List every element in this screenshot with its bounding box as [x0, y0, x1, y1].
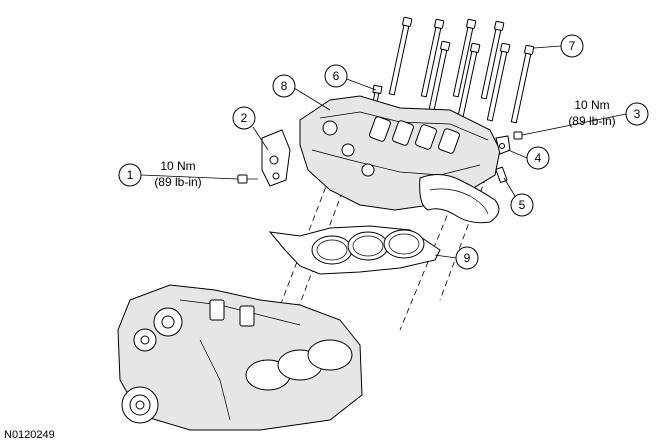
torque-label-3: 10 Nm (89 lb-in) [568, 98, 615, 128]
callout-4-number: 4 [535, 151, 542, 165]
callout-5: 5 [510, 193, 534, 217]
callout-8-number: 8 [281, 79, 288, 93]
torque-1-line1: 10 Nm [160, 159, 195, 173]
small-bracket-4 [495, 135, 511, 155]
callout-7: 7 [560, 34, 584, 58]
head-gasket [268, 225, 441, 275]
small-bolt-3 [513, 131, 523, 140]
engine-block [117, 284, 363, 431]
callout-3: 3 [625, 102, 649, 126]
timing-cover-bracket [261, 129, 291, 187]
callout-2-number: 2 [241, 111, 248, 125]
callout-9: 9 [455, 246, 479, 270]
callout-5-number: 5 [519, 198, 526, 212]
torque-3-line2: (89 lb-in) [568, 114, 615, 128]
callout-7-number: 7 [569, 39, 576, 53]
callout-6: 6 [324, 64, 348, 88]
torque-1-line2: (89 lb-in) [154, 175, 201, 189]
leader-lines [140, 45, 627, 259]
callout-9-number: 9 [464, 251, 471, 265]
callout-6-number: 6 [333, 69, 340, 83]
figure-id: N0120249 [4, 429, 55, 441]
cylinder-head [299, 95, 501, 224]
callout-3-number: 3 [634, 107, 641, 121]
torque-label-1: 10 Nm (89 lb-in) [154, 159, 201, 189]
torque-3-line1: 10 Nm [574, 98, 609, 112]
callout-1: 1 [118, 163, 142, 187]
cylinder-head-bolts [388, 16, 535, 124]
callout-4: 4 [526, 146, 550, 170]
callout-8: 8 [272, 74, 296, 98]
bracket-bolt [237, 174, 258, 184]
callout-1-number: 1 [127, 168, 134, 182]
callout-2: 2 [232, 106, 256, 130]
